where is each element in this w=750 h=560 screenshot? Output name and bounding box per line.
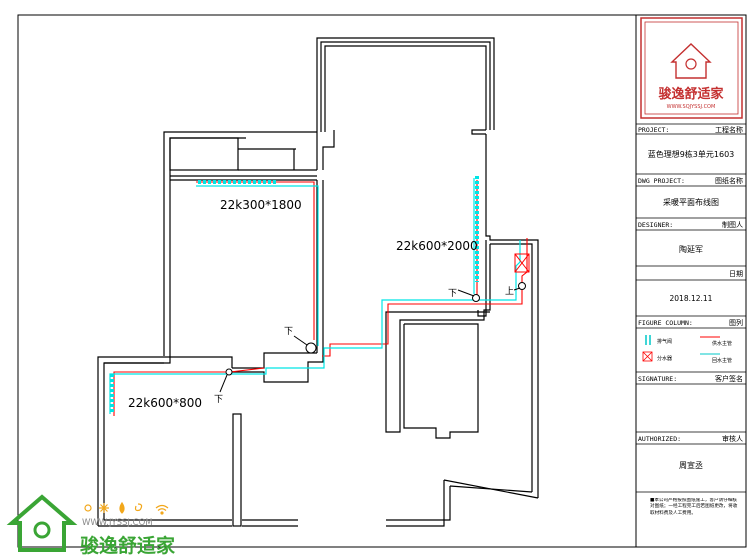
designer-label: DESIGNER:: [638, 221, 673, 229]
manifold-icon: [642, 351, 653, 362]
designer-label-cn: 制图人: [722, 220, 743, 229]
sheet-frame: [17, 14, 747, 548]
designer-value: 陶延军: [679, 244, 703, 254]
title-block: 骏逸舒适家 WWW.SQJYSSJ.COM PROJECT: 工程名称 蓝色理想…: [636, 17, 746, 493]
walls: [97, 37, 539, 527]
date-value: 2018.12.11: [670, 294, 713, 303]
supply-pipes: [113, 180, 528, 416]
dwg-label: DWG PROJECT:: [638, 177, 685, 185]
watermark-brand: 骏逸舒适家: [80, 534, 176, 557]
sun-icon: [84, 504, 92, 512]
house-icon: [6, 494, 78, 552]
wifi-icon: [155, 504, 169, 511]
legend-text: 供水主管: [712, 340, 732, 347]
weather-icons: [84, 501, 169, 515]
radiator-symbols: [110, 176, 479, 414]
riser-label: 下: [214, 395, 223, 405]
snowflake-icon: [99, 503, 109, 513]
return-pipes: [109, 178, 521, 414]
droplet-icon: [119, 501, 125, 514]
legend-text: 排气阀: [657, 338, 672, 345]
logo-url: WWW.SQJYSSJ.COM: [667, 104, 716, 110]
authorized-label: AUTHORIZED:: [638, 435, 681, 443]
company-logo: 骏逸舒适家 WWW.SQJYSSJ.COM: [640, 17, 743, 119]
riser-label: 上: [505, 286, 514, 297]
figure-label: FIGURE COLUMN:: [638, 319, 693, 327]
dwg-label-cn: 图纸名称: [715, 176, 743, 185]
figure-label-cn: 图列: [729, 318, 743, 327]
logo-text: 骏逸舒适家: [658, 86, 724, 102]
fan-icon: [134, 503, 143, 512]
signature-label: SIGNATURE:: [638, 375, 677, 383]
project-label: PROJECT:: [638, 126, 669, 134]
riser-symbols: [219, 282, 526, 393]
dwg-value: 采暖平面布线图: [663, 197, 719, 207]
watermark-url: WWW.JYSSJ.COM: [82, 518, 153, 528]
project-label-cn: 工程名称: [715, 125, 743, 134]
date-label-cn: 日期: [729, 270, 743, 278]
legend-text: 分水器: [657, 355, 672, 362]
title-block-note: ■本公司严格按照图纸施工，客户请仔细核对图纸；一经工程完工后若图纸更改，将收取材…: [650, 498, 738, 516]
project-value: 蓝色理想9栋3单元1603: [648, 149, 735, 159]
riser-label: 下: [448, 289, 457, 299]
title-block-note-box: ■本公司严格按照图纸施工，客户请仔细核对图纸；一经工程完工后若图纸更改，将收取材…: [650, 498, 738, 516]
radiator-label-right: 22k600*2000: [396, 239, 478, 253]
signature-label-cn: 客户签名: [715, 374, 743, 383]
house-icon: [670, 43, 712, 79]
riser-label: 下: [284, 327, 293, 337]
legend-text: 回水主管: [712, 357, 732, 364]
brand-watermark: WWW.JYSSJ.COM 骏逸舒适家: [6, 494, 176, 557]
authorized-value: 周宣丞: [679, 460, 703, 470]
manifold-symbol: [514, 253, 530, 273]
authorized-label-cn: 审核人: [722, 434, 743, 443]
title-block-frame: [635, 14, 747, 548]
radiator-label-upper-left: 22k300*1800: [220, 198, 302, 212]
radiator-label-lower-left: 22k600*800: [128, 396, 202, 410]
legend: 排气阀 供水主管 分水器 回水主管: [642, 335, 732, 364]
